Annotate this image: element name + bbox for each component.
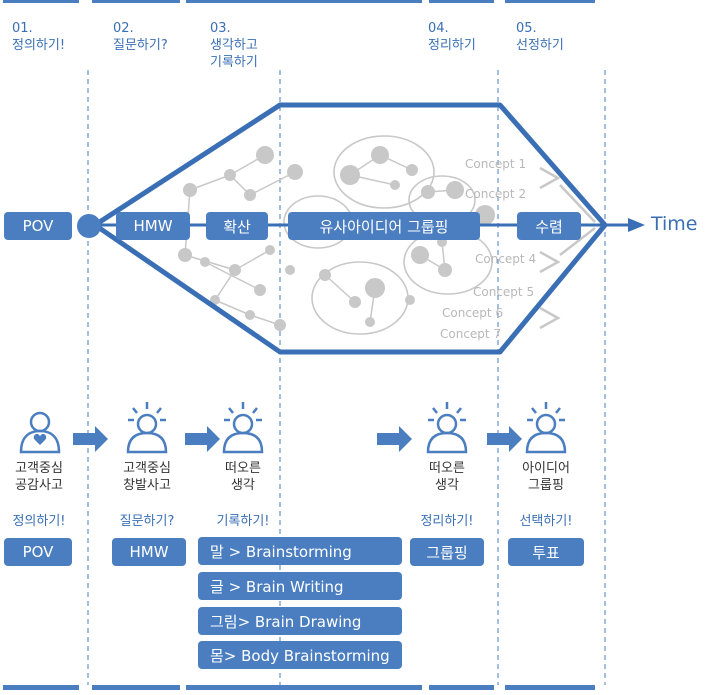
hmw-pill: HMW: [116, 212, 190, 240]
concept-chevrons: [539, 166, 596, 330]
step-icon-label: 고객중심 창발사고: [123, 461, 171, 493]
step-action-label: 질문하기?: [119, 514, 175, 529]
method-brainstorming: 말 > Brainstorming: [198, 537, 402, 565]
stage-03-title: 03.생각하고 기록하기: [210, 21, 258, 70]
person-idea-icon: [222, 402, 264, 454]
step-action-label: 정의하기!: [12, 514, 66, 529]
person-idea-icon: [126, 402, 168, 454]
column-separators: [87, 70, 606, 685]
concept-label: Concept 4: [475, 252, 537, 266]
step-arrows: [73, 426, 522, 452]
person-idea-icon: [525, 402, 567, 454]
person-idea-icon: [426, 402, 468, 454]
concept-label: Concept 7: [440, 327, 502, 341]
stage-01-title: 01.정의하기!: [12, 21, 66, 53]
step-action-label: 기록하기!: [216, 514, 270, 529]
origin-dot: [77, 214, 101, 238]
time-label: Time: [651, 213, 698, 235]
step-action-label: 정리하기!: [420, 514, 474, 529]
concept-label: Concept 1: [465, 157, 527, 171]
step-icon-label: 고객중심 공감사고: [15, 461, 63, 493]
pov-pill: POV: [4, 212, 72, 240]
diverge-pill: 확산: [206, 212, 268, 240]
idea-bubbles: [178, 135, 495, 335]
stage-02-title: 02.질문하기?: [113, 21, 168, 53]
step-action-label: 선택하기!: [519, 514, 573, 529]
grouping-pill: 유사아이디어 그룹핑: [288, 212, 480, 240]
concept-label: Concept 2: [465, 187, 527, 201]
concept-label: Concept 6: [442, 306, 504, 320]
vote-tag: 투표: [508, 538, 584, 566]
method-brain-writing: 글 > Brain Writing: [198, 572, 402, 600]
stage-04-title: 04.정리하기: [428, 21, 476, 53]
pov-tag: POV: [4, 538, 72, 566]
grouping-tag: 그룹핑: [410, 538, 484, 566]
stage-05-title: 05.선정하기: [516, 21, 564, 53]
step-icon-label: 아이디어 그룹핑: [522, 461, 570, 493]
hmw-tag: HMW: [112, 538, 186, 566]
method-brain-drawing: 그림> Brain Drawing: [198, 607, 402, 635]
concept-label: Concept 5: [473, 285, 535, 299]
converge-pill: 수렴: [517, 212, 581, 240]
column-bars: [3, 0, 595, 690]
person-heart-icon: [19, 411, 61, 454]
method-body-brainstorming: 몸> Body Brainstorming: [198, 641, 402, 669]
step-icon-label: 떠오른 생각: [429, 461, 465, 493]
step-icon-label: 떠오른 생각: [225, 461, 261, 493]
